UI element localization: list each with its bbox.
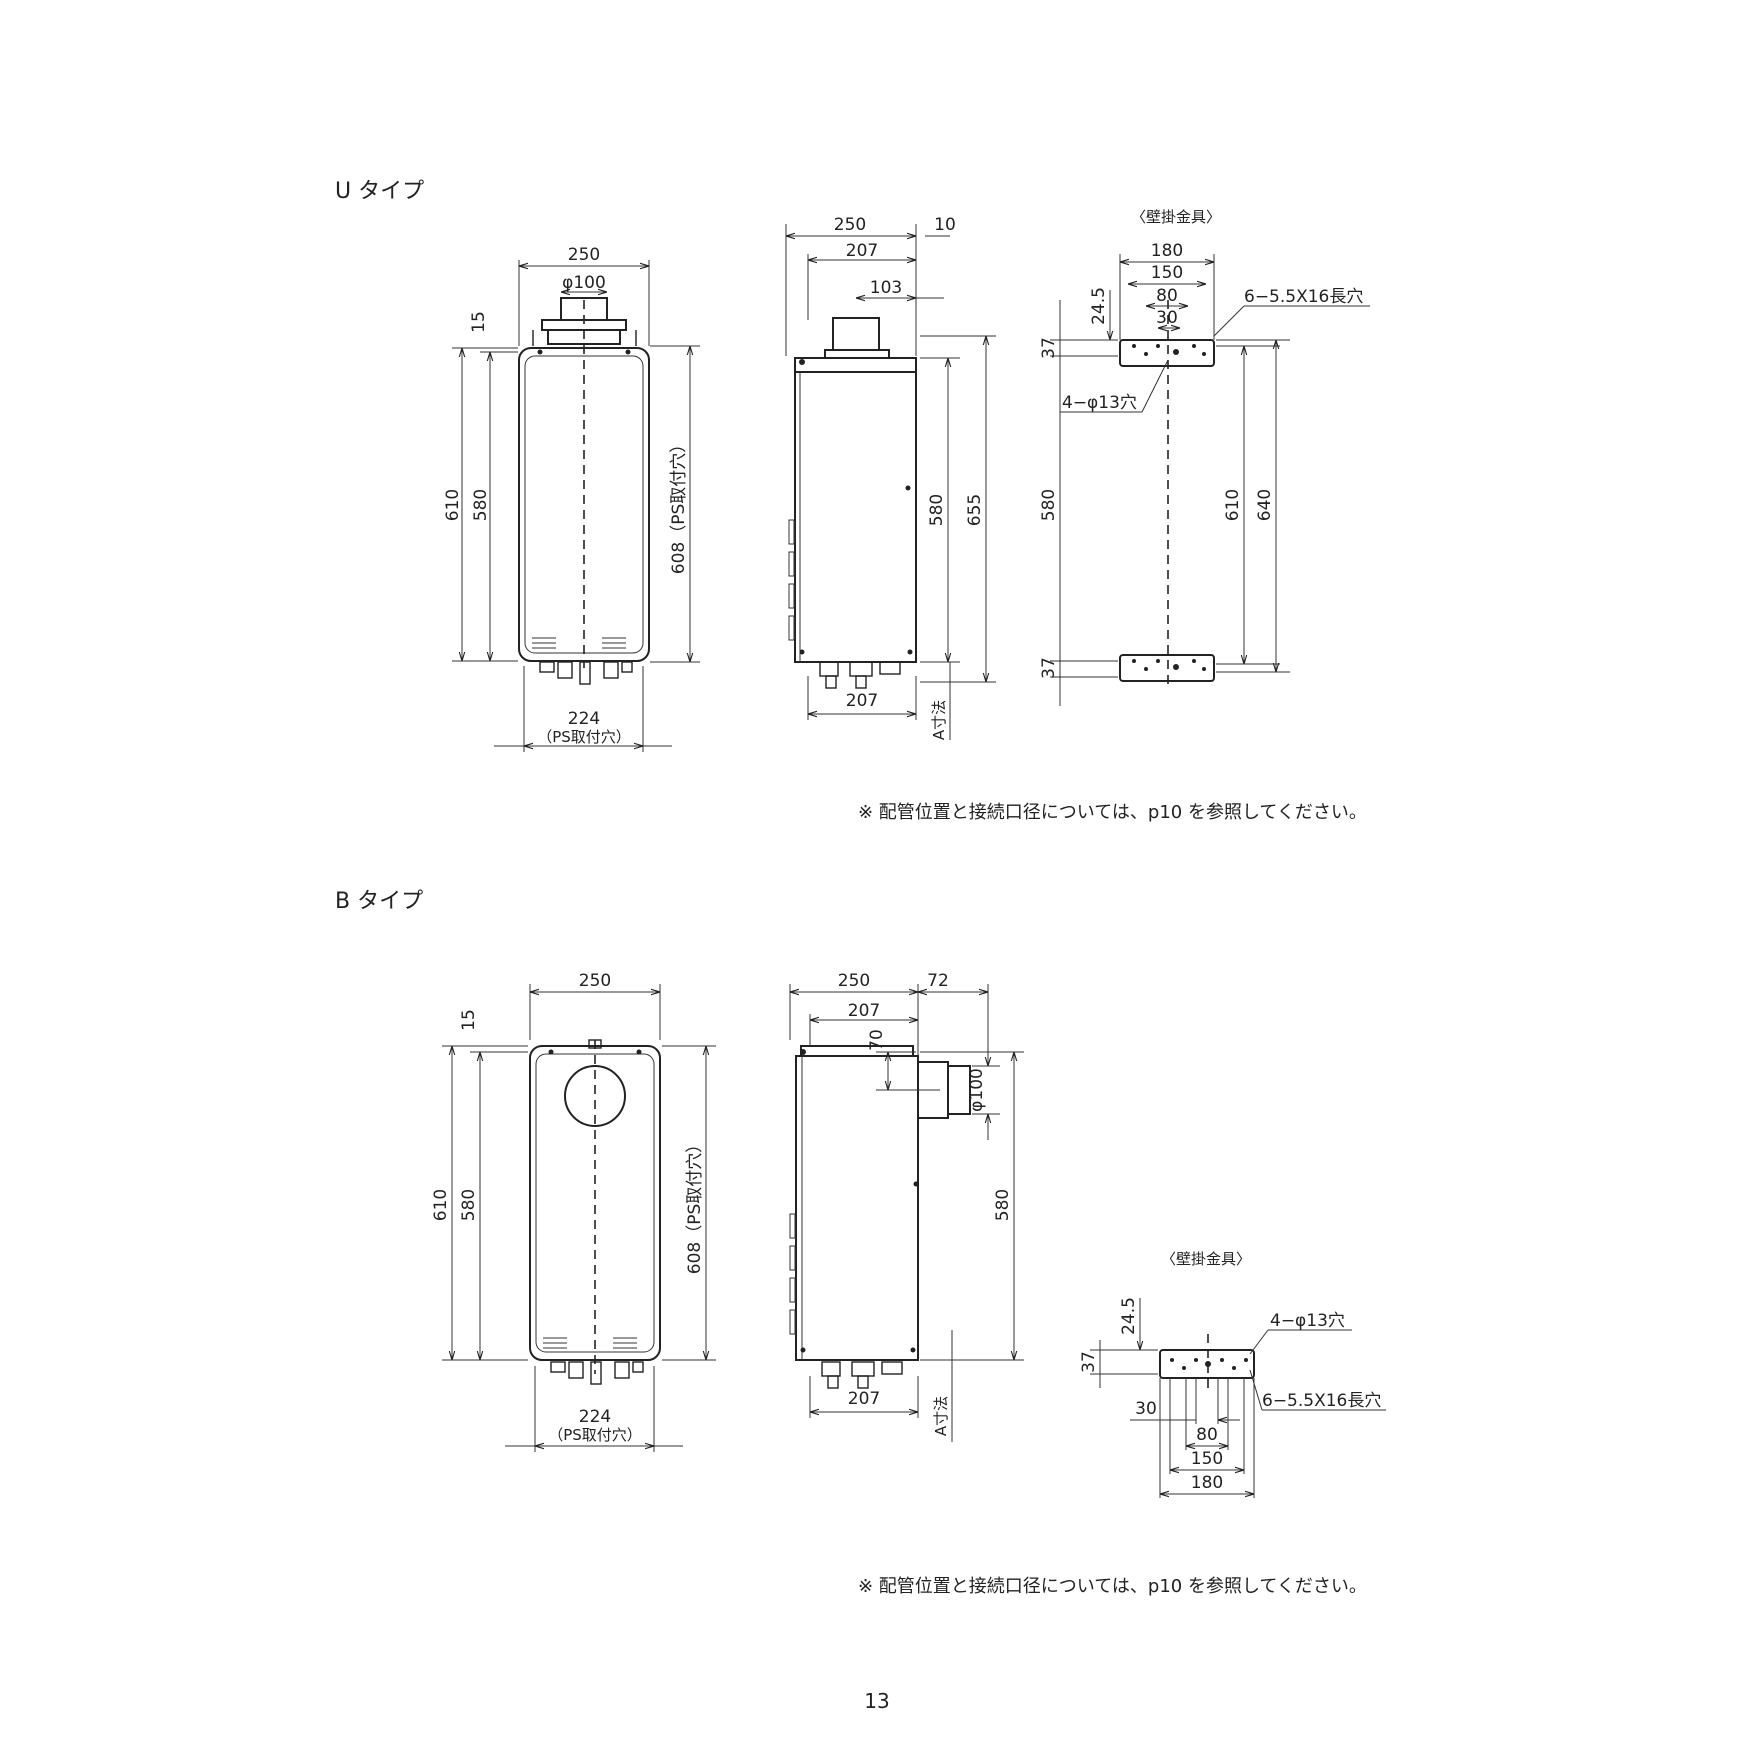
u-bracket-580: 580 — [1039, 489, 1059, 521]
b-side-height-body: 580 — [993, 1189, 1013, 1221]
b-front-ps-label: （PS取付穴） — [548, 1426, 642, 1444]
u-side-height-total: 655 — [965, 494, 985, 526]
u-front-height-total: 610 — [443, 489, 463, 521]
u-bracket-view: 〈壁掛金具〉 180 150 80 30 24.5 6−5.5X16長穴 4−φ… — [1039, 208, 1370, 706]
u-bracket-37-top: 37 — [1039, 337, 1059, 359]
u-bracket-slot: 6−5.5X16長穴 — [1244, 287, 1363, 307]
b-side-flue: 72 — [927, 971, 949, 991]
b-side-width: 250 — [838, 971, 870, 991]
u-front-top-offset: 15 — [469, 311, 489, 333]
u-side-inner: 207 — [846, 241, 878, 261]
b-bracket-hole: 4−φ13穴 — [1270, 1311, 1345, 1331]
b-side-view: 250 72 207 70 φ100 580 207 A寸法 — [789, 971, 1024, 1442]
u-bracket-610: 610 — [1223, 489, 1243, 521]
b-bracket-30: 30 — [1135, 1399, 1157, 1419]
b-front-height-body: 580 — [459, 1189, 479, 1221]
u-front-phi: φ100 — [562, 273, 606, 293]
u-side-bottom: 207 — [846, 691, 878, 711]
b-side-phi: φ100 — [967, 1068, 987, 1112]
b-bracket-37: 37 — [1079, 1351, 1099, 1373]
u-bracket-title: 〈壁掛金具〉 — [1131, 208, 1221, 226]
u-bracket-180: 180 — [1151, 241, 1183, 261]
b-side-inner: 207 — [848, 1001, 880, 1021]
u-front-view: 250 φ100 610 580 15 608（PS取付穴） 224 （PS取付… — [443, 245, 700, 752]
b-front-ps-height: 608（PS取付穴） — [685, 1136, 705, 1275]
b-bracket-150: 150 — [1191, 1449, 1223, 1469]
b-side-bottom: 207 — [848, 1389, 880, 1409]
b-bracket-245: 24.5 — [1119, 1297, 1139, 1335]
b-side-70: 70 — [867, 1029, 887, 1051]
u-side-a-label: A寸法 — [930, 700, 948, 740]
u-bracket-37-bottom: 37 — [1039, 657, 1059, 679]
b-front-ps-width: 224 — [579, 1407, 611, 1427]
u-front-ps-label: （PS取付穴） — [537, 728, 631, 746]
u-side-view: 250 10 207 103 580 655 207 A寸法 — [785, 215, 996, 740]
b-bracket-title: 〈壁掛金具〉 — [1161, 1250, 1251, 1268]
u-bracket-80: 80 — [1156, 286, 1178, 306]
b-bracket-80: 80 — [1196, 1425, 1218, 1445]
u-front-ps-width: 224 — [568, 709, 600, 729]
b-bracket-view: 〈壁掛金具〉 24.5 37 4−φ13穴 6−5.5X16長穴 30 80 1… — [1079, 1250, 1386, 1498]
u-front-width: 250 — [568, 245, 600, 265]
b-front-height-total: 610 — [431, 1189, 451, 1221]
b-type-note: ※ 配管位置と接続口径については、p10 を参照してください。 — [858, 1576, 1367, 1597]
u-front-height-body: 580 — [471, 489, 491, 521]
u-side-half: 103 — [870, 278, 902, 298]
u-type-title: U タイプ — [335, 179, 424, 204]
b-bracket-180: 180 — [1191, 1473, 1223, 1493]
b-front-width: 250 — [579, 971, 611, 991]
b-front-top-offset: 15 — [459, 1009, 479, 1031]
u-bracket-245: 24.5 — [1089, 287, 1109, 325]
u-bracket-30: 30 — [1156, 308, 1178, 328]
b-type-title: B タイプ — [335, 889, 423, 914]
u-type-note: ※ 配管位置と接続口径については、p10 を参照してください。 — [858, 802, 1367, 823]
page-number: 13 — [864, 1689, 889, 1713]
b-side-a-label: A寸法 — [932, 1396, 950, 1436]
u-front-ps-height: 608（PS取付穴） — [669, 436, 689, 575]
u-side-gap: 10 — [934, 215, 956, 235]
u-bracket-640: 640 — [1255, 489, 1275, 521]
u-bracket-hole: 4−φ13穴 — [1062, 393, 1137, 413]
b-front-view: 250 610 580 15 608（PS取付穴） 224 （PS取付穴） — [431, 971, 716, 1452]
u-side-height-body: 580 — [927, 494, 947, 526]
u-side-width: 250 — [834, 215, 866, 235]
b-bracket-slot: 6−5.5X16長穴 — [1262, 1391, 1381, 1411]
u-bracket-150: 150 — [1151, 263, 1183, 283]
